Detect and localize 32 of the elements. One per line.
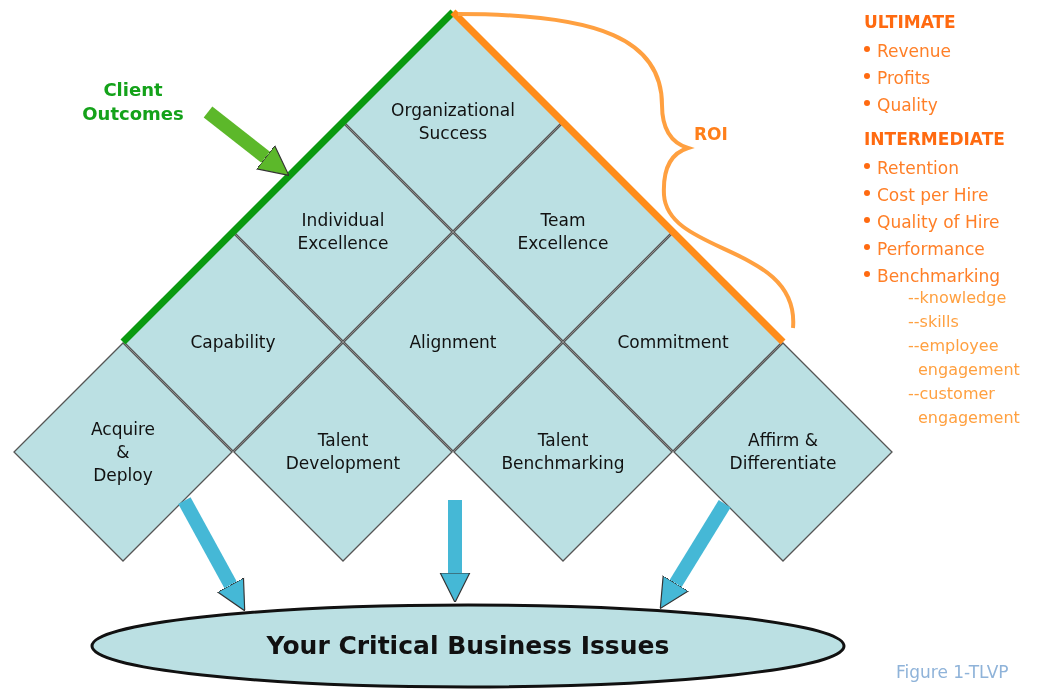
- list-subitem: --knowledge: [908, 287, 1008, 309]
- diamond-label: Talent Development: [284, 429, 402, 475]
- diamond-label: Individual Excellence: [296, 209, 390, 255]
- brace-label: ROI: [694, 123, 728, 146]
- diamond-label: Capability: [189, 330, 277, 354]
- figure-caption: Figure 1-TLVP: [896, 661, 1009, 684]
- block-arrow: [178, 497, 246, 612]
- list-heading: INTERMEDIATE: [864, 128, 1006, 151]
- diamond-label: Team Excellence: [516, 209, 610, 255]
- diamond-label: Talent Benchmarking: [500, 429, 626, 475]
- list-item: Quality: [877, 95, 939, 115]
- diamond-label: Alignment: [408, 330, 498, 354]
- block-arrow: [659, 500, 731, 610]
- list-item: Profits: [877, 68, 932, 88]
- block-arrow: [203, 106, 290, 176]
- outcome-label: Client Outcomes: [81, 78, 185, 126]
- list-heading: ULTIMATE: [864, 11, 957, 34]
- block-arrow: [439, 500, 471, 603]
- diamond-label: Acquire & Deploy: [89, 417, 156, 487]
- diamond-label: Commitment: [616, 330, 730, 354]
- list-item: Performance: [877, 239, 986, 259]
- list-item: Quality of Hire: [877, 212, 1001, 232]
- list-item: Cost per Hire: [877, 185, 990, 205]
- list-subitem: --skills: [908, 311, 960, 333]
- list-item: Retention: [877, 158, 960, 178]
- list-subitem: --customer engagement: [908, 383, 1021, 429]
- list-item: Revenue: [877, 41, 953, 61]
- diamond-label: Affirm & Differentiate: [728, 429, 838, 475]
- list-item: Benchmarking: [877, 266, 1002, 286]
- diamond-label: Organizational Success: [390, 99, 516, 145]
- list-subitem: --employee engagement: [908, 335, 1021, 381]
- ellipse-label: Your Critical Business Issues: [266, 630, 670, 663]
